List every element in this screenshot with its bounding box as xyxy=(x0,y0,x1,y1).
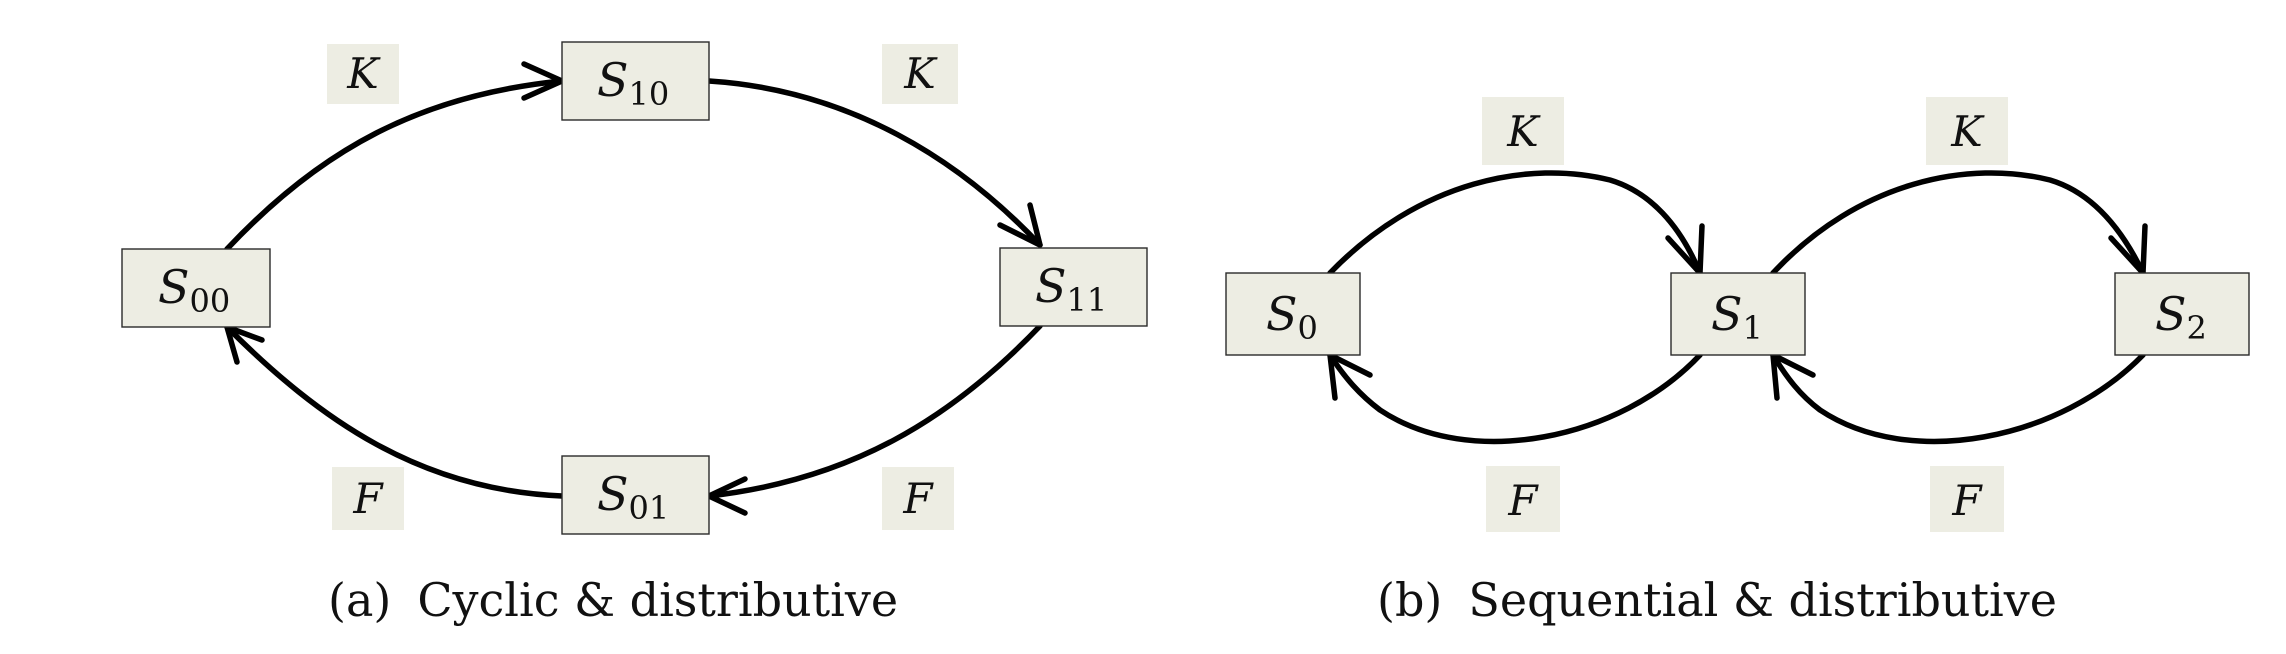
svg-text:S10: S10 xyxy=(597,53,669,113)
edge-s00-s10 xyxy=(224,78,565,252)
edge-label-f-left: F xyxy=(1486,466,1560,532)
panel-b: K K F F S0 S1 S xyxy=(1225,97,2250,627)
svg-text:F: F xyxy=(1507,476,1539,525)
node-s11: S11 xyxy=(999,247,1148,327)
svg-text:F: F xyxy=(902,474,934,523)
node-s01: S01 xyxy=(561,455,710,535)
svg-text:S2: S2 xyxy=(2155,287,2207,347)
edge-label-k-right: K xyxy=(1926,97,2008,165)
edge-label-k-top-right: K xyxy=(882,44,958,104)
arrowhead-s11 xyxy=(997,202,1043,248)
edge-s10-s11 xyxy=(706,78,1043,248)
svg-text:F: F xyxy=(1951,476,1983,525)
svg-text:K: K xyxy=(1506,107,1541,156)
edge-s01-s00 xyxy=(224,324,565,499)
svg-text:S0: S0 xyxy=(1266,287,1318,347)
edge-label-f-bottom-right: F xyxy=(882,467,954,530)
panel-a: K K F F S00 S10 xyxy=(121,41,1148,627)
edge-label-f-right: F xyxy=(1930,466,2004,532)
edge-label-k-left: K xyxy=(1482,97,1564,165)
svg-text:S11: S11 xyxy=(1035,259,1107,319)
svg-text:F: F xyxy=(352,474,384,523)
caption-b: (b)Sequential & distributive xyxy=(1377,573,2057,627)
svg-text:S1: S1 xyxy=(1711,287,1763,347)
svg-text:S01: S01 xyxy=(597,467,669,527)
node-s1: S1 xyxy=(1670,272,1806,356)
svg-text:K: K xyxy=(346,49,381,98)
node-s0: S0 xyxy=(1225,272,1361,356)
node-s10: S10 xyxy=(561,41,710,121)
svg-text:K: K xyxy=(903,49,938,98)
caption-a: (a)Cyclic & distributive xyxy=(328,573,898,627)
node-s2: S2 xyxy=(2114,272,2250,356)
edge-s1-s2 xyxy=(1770,170,2146,276)
edge-label-k-top-left: K xyxy=(327,44,399,104)
edge-s2-s1 xyxy=(1770,352,2146,445)
edge-s1-s0 xyxy=(1327,352,1703,445)
edge-label-f-bottom-left: F xyxy=(332,467,404,530)
edge-s11-s01 xyxy=(706,323,1043,499)
svg-text:S00: S00 xyxy=(158,260,230,320)
arrowhead-s1-top xyxy=(1665,223,1705,276)
edge-s0-s1 xyxy=(1327,170,1703,276)
svg-text:K: K xyxy=(1950,107,1985,156)
node-s00: S00 xyxy=(121,248,271,328)
